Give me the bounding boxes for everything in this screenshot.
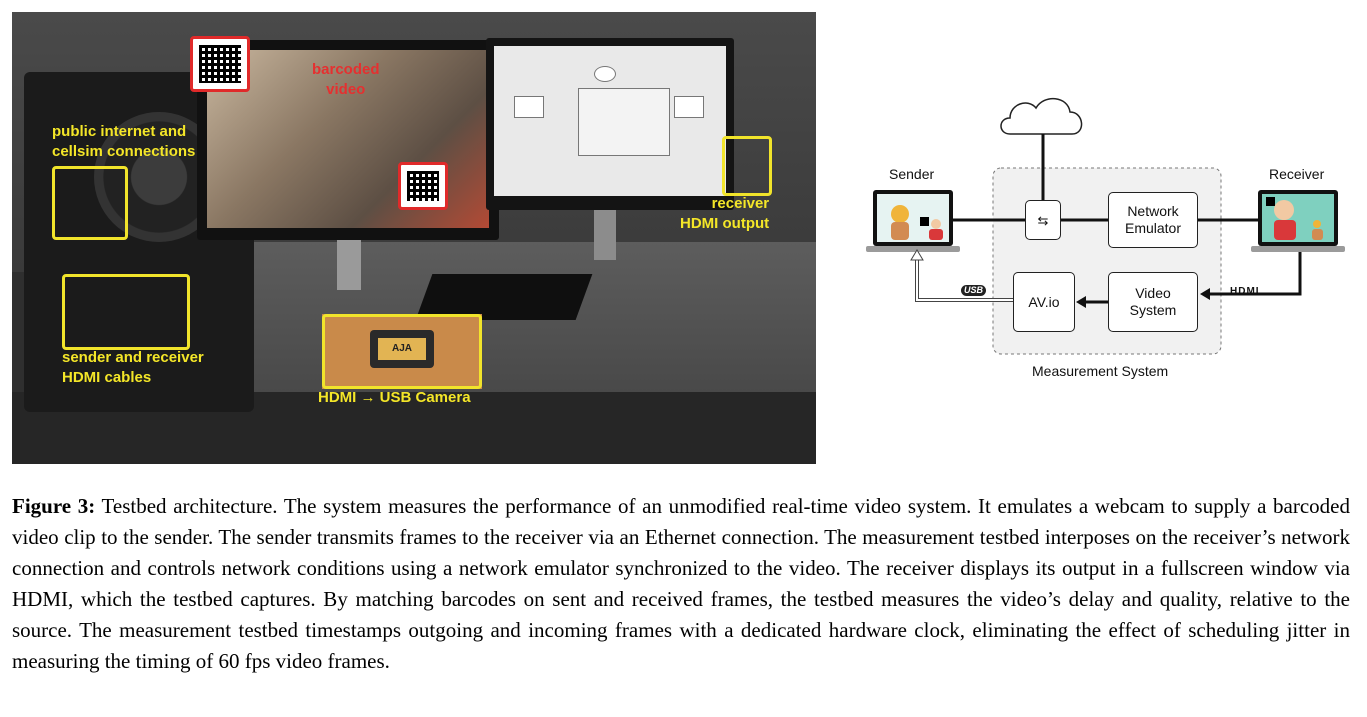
highlight-usb-camera — [322, 314, 482, 389]
network-emulator-box: Network Emulator — [1108, 192, 1198, 248]
hdmi-arrowhead — [1200, 288, 1210, 300]
monitor-stand-right — [594, 210, 616, 260]
barcode-marker-received — [398, 162, 448, 210]
video-system-box: Video System — [1108, 272, 1198, 332]
receiver-avatar-head — [1274, 200, 1294, 220]
receiver-laptop-base — [1251, 246, 1345, 252]
sender-monitor — [197, 40, 499, 290]
architecture-diagram: ⇆ Network Emulator Video System AV.io Se… — [858, 82, 1358, 392]
highlight-network-ports — [52, 166, 128, 240]
label-hdmi-cables: sender and receiver HDMI cables — [62, 349, 204, 386]
label-usb-camera: HDMI → USB Camera — [318, 389, 471, 406]
label-public-internet: public internet and cellsim connections — [52, 123, 196, 160]
figure-caption: Figure 3: Testbed architecture. The syst… — [12, 491, 1350, 677]
sender-barcode-icon — [920, 217, 929, 226]
receiver-label: Receiver — [1269, 166, 1325, 182]
device-logo: AJA — [378, 338, 426, 360]
receiver-remote-head — [1313, 220, 1321, 228]
usb-link-inner — [916, 258, 1013, 301]
receiver-remote-body — [1312, 229, 1323, 240]
label-barcoded-video: barcoded video — [312, 61, 380, 98]
video-avio-arrowhead — [1076, 296, 1086, 308]
sender-label: Sender — [889, 166, 935, 182]
measurement-screen — [494, 46, 726, 196]
highlight-receiver-output — [722, 136, 772, 196]
hdmi-tag: HDMI — [1230, 286, 1260, 297]
avio-box: AV.io — [1013, 272, 1075, 332]
monitor-stand — [337, 240, 361, 290]
sender-avatar-head — [891, 205, 909, 223]
hdmi-usb-capture-device: AJA — [370, 330, 434, 368]
sender-remote-head — [931, 219, 941, 229]
sender-laptop-base — [866, 246, 960, 252]
label-receiver-output: receiver HDMI output — [680, 195, 770, 232]
mini-measurement-box — [578, 88, 670, 156]
usb-tag: USB — [961, 285, 987, 296]
receiver-avatar-body — [1274, 220, 1296, 240]
figure-label: Figure 3: — [12, 494, 96, 518]
barcode-icon — [407, 171, 439, 201]
network-switch-box: ⇆ — [1025, 200, 1061, 240]
barcode-marker-sent — [190, 36, 250, 92]
cloud-icon — [1000, 98, 1083, 135]
sender-remote-body — [929, 229, 943, 240]
receiver-barcode-icon — [1266, 197, 1275, 206]
mini-sender-box — [514, 96, 544, 118]
measurement-monitor — [486, 38, 734, 260]
sender-avatar-body — [891, 222, 909, 240]
testbed-photo: AJA barcoded video public internet and c… — [12, 12, 816, 464]
usb-arrowhead — [910, 249, 924, 261]
barcode-icon — [199, 45, 241, 83]
hdmi-link — [1206, 252, 1302, 296]
highlight-hdmi-cables — [62, 274, 190, 350]
mini-architecture-diagram — [514, 66, 704, 176]
mini-cloud — [594, 66, 616, 82]
mini-receiver-box — [674, 96, 704, 118]
caption-text: Testbed architecture. The system measure… — [12, 494, 1350, 673]
measurement-system-label: Measurement System — [1032, 363, 1169, 379]
